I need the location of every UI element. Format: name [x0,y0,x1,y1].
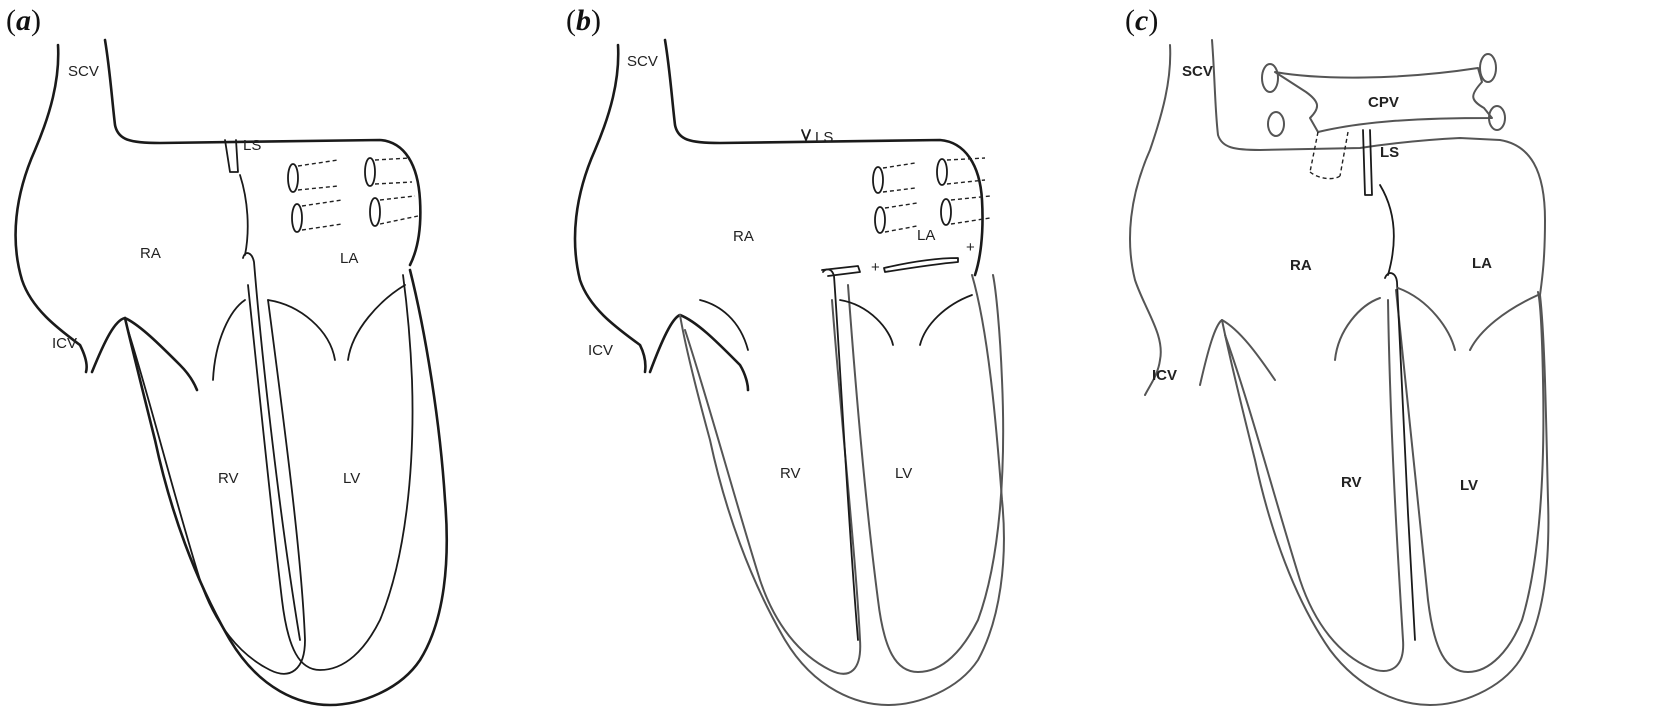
pv-icon [369,197,381,227]
panel-a-lv-inner-wall [247,274,414,671]
panel-b-lv-label: LV [895,465,912,482]
panel-b-rv-label: RV [780,465,801,482]
panel-a-ls-label: LS [243,137,261,154]
svg-text:(b): (b) [566,4,601,37]
panel-b-mitral-right [919,294,973,346]
panel-c-cpv-label: CPV [1368,94,1399,111]
panel-b-rv-outer-wall [679,274,1005,706]
panel-c-mitral-left [1397,287,1456,351]
panel-b-ls-remnant [801,129,811,141]
panel-c-scv-label: SCV [1182,63,1213,80]
panel-b-icv-wall [648,313,750,392]
panel-a-mitral-right [347,284,406,361]
panel-a-right-atrium-wall [14,43,88,374]
panel-c-rv-outer-wall [1221,294,1550,706]
panel-b-icv-label: ICV [588,342,613,359]
pv-icon [874,206,886,234]
panel-b-tricuspid-valve [699,299,749,351]
pv-icon [291,203,303,233]
panel-a-label: a [16,4,31,37]
panel-c-tricuspid-valve [1334,297,1381,361]
panel-c-scv-wall [1211,39,1546,296]
panel-c-rv-inner-wall [1224,299,1405,672]
panel-a-mitral-left [267,299,336,361]
panel-b-interventricular-septum [822,268,859,641]
pv-icon [940,198,952,226]
pv-icon [364,157,376,187]
panel-c-atrial-septum [1379,184,1395,276]
panel-b-ls-label: LS [815,129,833,146]
panel-c-ls-remnant [1362,129,1373,196]
panel-c-icv-label: ICV [1152,367,1177,384]
svg-text:(c): (c) [1125,4,1158,37]
panel-a-rv-inner-wall [127,299,306,675]
panel-a-icv-wall [90,316,199,392]
svg-text:(a): (a) [6,4,41,37]
pv-icon [872,166,884,194]
panel-c-ls-label: LS [1380,144,1399,161]
panel-b-plus-right: + [966,239,975,256]
panel-b-la-label: LA [917,227,935,244]
panel-b: (b) + + SCV LS RA LA ICV RV LV [566,4,1005,706]
panel-b-right-atrium-wall [573,43,647,374]
panel-a-ls-remnant [224,139,239,173]
panel-b-scv-label: SCV [627,53,658,70]
panel-a-la-label: LA [340,250,358,267]
panel-a-tricuspid-valve [212,299,246,381]
panel-b-plus-left: + [871,259,880,276]
panel-a-ra-label: RA [140,245,161,262]
pv-icon [936,158,948,186]
panel-b-ra-label: RA [733,228,754,245]
panel-a-scv-wall [103,38,422,267]
panel-c-ra-label: RA [1290,257,1312,274]
panel-a-lv-label: LV [343,470,360,487]
panel-a-rv-outer-wall [123,268,449,707]
panel-a-scv-label: SCV [68,63,99,80]
panel-b-septal-patch [821,265,861,277]
panel-b-mitral-left [839,299,894,346]
panel-c-rv-label: RV [1341,474,1362,491]
panel-b-rv-inner-wall [684,299,862,675]
panel-c-mitral-right [1469,294,1539,351]
panel-c-lv-label: LV [1460,477,1478,494]
panel-b-pulmonary-veins [872,157,991,234]
panel-c-la-label: LA [1472,255,1492,272]
panel-a: (a) SCV LS RA LA [6,4,449,707]
panel-b-lv-inner-wall [847,274,1005,673]
panel-a-rv-label: RV [218,470,239,487]
panel-a-icv-label: ICV [52,335,77,352]
panel-b-atrial-patch [883,257,959,273]
panel-c-label: c [1135,4,1148,37]
panel-c-cpv-confluence [1261,53,1506,180]
panel-c: (c) SCV CPV LS RA LA ICV RV LV [1125,4,1550,706]
panel-b-scv-wall [663,38,984,277]
panel-c-interventricular-septum [1384,272,1416,641]
panel-b-label: b [576,4,591,37]
panel-a-pulmonary-veins [287,157,419,233]
panel-a-interventricular-septum [242,252,301,641]
panel-c-lv-inner-wall [1395,289,1545,673]
panel-c-right-atrium-wall [1129,44,1172,396]
pv-icon [287,163,299,193]
panel-a-atrial-septum [239,174,249,256]
